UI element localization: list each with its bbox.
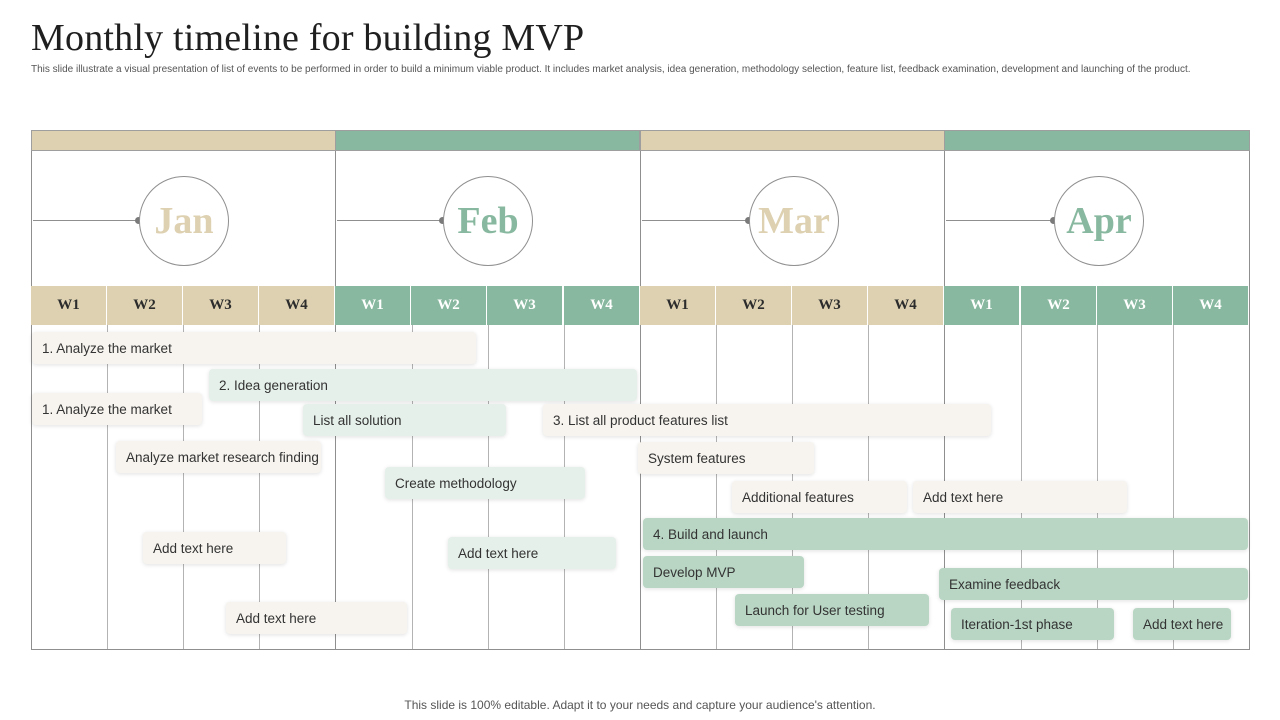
- page-subtitle: This slide illustrate a visual presentat…: [31, 64, 1191, 75]
- month-bar-feb: [335, 130, 640, 151]
- page-title: Monthly timeline for building MVP: [31, 17, 585, 59]
- task-iteration-1st-phase: Iteration-1st phase: [951, 608, 1114, 640]
- connector-dot: [1050, 217, 1057, 224]
- month-circle-jan: Jan: [139, 176, 229, 266]
- week-header-feb-w2: W2: [411, 286, 487, 325]
- month-connector: [33, 220, 139, 221]
- month-divider: [31, 151, 32, 650]
- task-analyze-research-finding: Analyze market research finding: [116, 441, 321, 473]
- week-header-jan-w2: W2: [107, 286, 183, 325]
- task-build-and-launch: 4. Build and launch: [643, 518, 1248, 550]
- week-header-feb-w1: W1: [335, 286, 411, 325]
- week-divider: [1173, 325, 1174, 650]
- month-bar-apr: [944, 130, 1250, 151]
- week-divider: [716, 325, 717, 650]
- week-header-mar-w2: W2: [716, 286, 792, 325]
- task-add-text-apr: Add text here: [1133, 608, 1231, 640]
- connector-dot: [745, 217, 752, 224]
- week-header-feb-w4: W4: [564, 286, 640, 325]
- month-connector: [642, 220, 749, 221]
- task-system-features: System features: [638, 442, 814, 474]
- week-divider: [107, 325, 108, 650]
- timeline-board: Jan Feb Mar Apr W1 W2 W3 W4 W1 W2 W3 W4 …: [31, 130, 1250, 650]
- week-header-mar-w4: W4: [868, 286, 944, 325]
- month-connector: [946, 220, 1054, 221]
- task-add-text-feb: Add text here: [448, 537, 616, 569]
- task-additional-features: Additional features: [732, 481, 907, 513]
- month-connector: [337, 220, 443, 221]
- task-examine-feedback: Examine feedback: [939, 568, 1248, 600]
- month-divider: [944, 151, 945, 650]
- task-list-all-solution: List all solution: [303, 404, 506, 436]
- month-divider: [640, 151, 641, 650]
- week-header-apr-w3: W3: [1097, 286, 1173, 325]
- connector-dot: [135, 217, 142, 224]
- month-divider: [1249, 151, 1250, 650]
- week-header-mar-w1: W1: [640, 286, 716, 325]
- task-launch-user-testing: Launch for User testing: [735, 594, 929, 626]
- task-add-text-mar: Add text here: [913, 481, 1127, 513]
- week-header-mar-w3: W3: [792, 286, 868, 325]
- connector-dot: [439, 217, 446, 224]
- week-header-feb-w3: W3: [487, 286, 563, 325]
- month-circle-feb: Feb: [443, 176, 533, 266]
- month-circle-apr: Apr: [1054, 176, 1144, 266]
- week-divider: [259, 325, 260, 650]
- month-bar-mar: [640, 130, 945, 151]
- week-header-jan-w1: W1: [31, 286, 107, 325]
- task-product-features-list: 3. List all product features list: [543, 404, 991, 436]
- week-divider: [183, 325, 184, 650]
- month-bar-jan: [31, 130, 336, 151]
- task-create-methodology: Create methodology: [385, 467, 585, 499]
- task-analyze-market: 1. Analyze the market: [32, 332, 476, 364]
- bottom-border: [31, 649, 1250, 650]
- task-add-text-jan-2: Add text here: [226, 602, 407, 634]
- task-analyze-market-sub: 1. Analyze the market: [32, 393, 202, 425]
- task-idea-generation: 2. Idea generation: [209, 369, 637, 401]
- month-circle-mar: Mar: [749, 176, 839, 266]
- week-header-apr-w4: W4: [1173, 286, 1249, 325]
- week-header-jan-w4: W4: [259, 286, 335, 325]
- week-header-apr-w1: W1: [944, 286, 1020, 325]
- footer-note: This slide is 100% editable. Adapt it to…: [404, 698, 876, 712]
- week-header-apr-w2: W2: [1021, 286, 1097, 325]
- week-header-jan-w3: W3: [183, 286, 259, 325]
- task-add-text-jan-1: Add text here: [143, 532, 286, 564]
- task-develop-mvp: Develop MVP: [643, 556, 804, 588]
